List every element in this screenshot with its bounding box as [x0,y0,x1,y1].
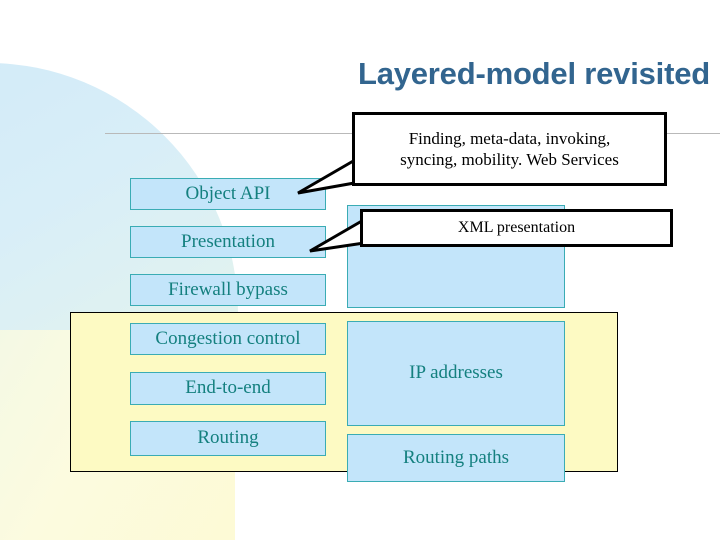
left-box-presentation[interactable]: Presentation [130,226,326,258]
right-box-ip-addresses[interactable]: IP addresses [347,321,565,426]
left-box-routing[interactable]: Routing [130,421,326,456]
services-callout-line2: syncing, mobility. Web Services [400,150,619,169]
left-box-congestion-control[interactable]: Congestion control [130,323,326,355]
xml-callout-label: XML presentation [457,219,576,236]
services-callout[interactable]: Finding, meta-data, invoking, syncing, m… [352,112,667,186]
left-box-object-api[interactable]: Object API [130,178,326,210]
page-title: Layered-model revisited [357,56,710,91]
services-callout-line1: Finding, meta-data, invoking, [408,128,611,148]
left-box-firewall-bypass[interactable]: Firewall bypass [130,274,326,306]
left-box-end-to-end[interactable]: End-to-end [130,372,326,405]
right-box-routing-paths[interactable]: Routing paths [347,434,565,482]
xml-callout[interactable]: XML presentation [360,209,673,247]
